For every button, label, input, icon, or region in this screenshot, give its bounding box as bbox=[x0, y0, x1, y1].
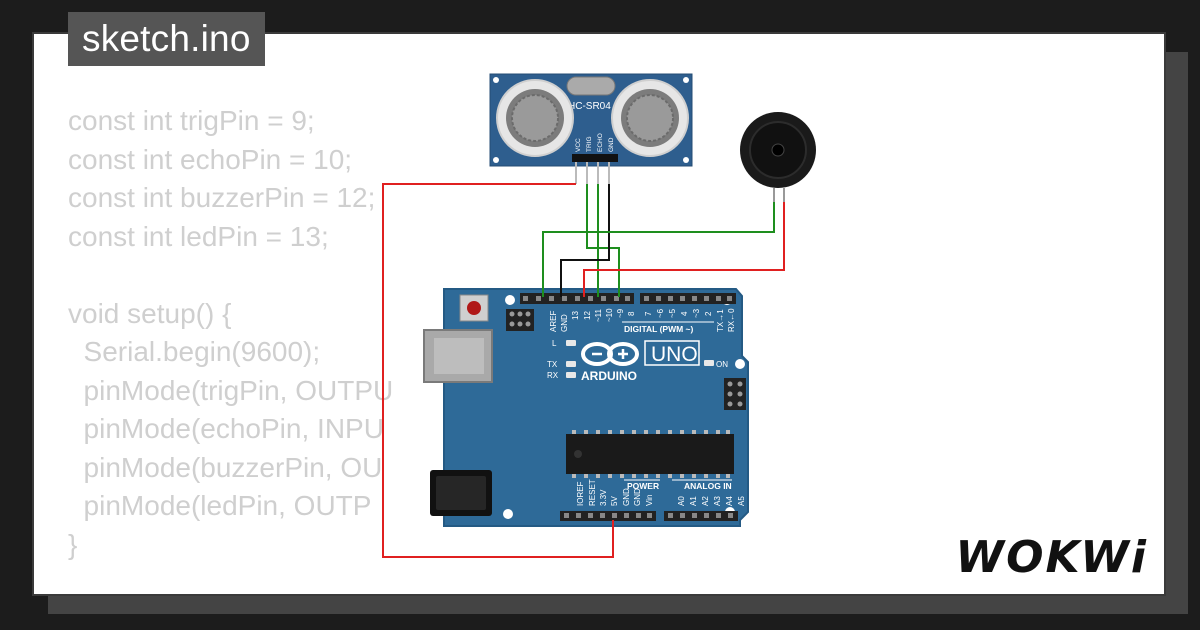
svg-text:~5: ~5 bbox=[668, 308, 677, 318]
svg-text:~11: ~11 bbox=[594, 308, 603, 322]
svg-text:RX←0: RX←0 bbox=[727, 308, 736, 332]
svg-text:VCC: VCC bbox=[575, 138, 582, 152]
svg-text:2: 2 bbox=[704, 311, 713, 316]
svg-text:Vin: Vin bbox=[645, 495, 654, 506]
digital-pin-labels: AREF GND 13 12 ~11 ~10 ~9 8 7 ~6 ~5 4 ~3… bbox=[549, 308, 736, 332]
arduino-infinity-icon bbox=[581, 342, 639, 366]
svg-text:GND: GND bbox=[633, 488, 642, 506]
code-line: pinMode(ledPin, OUTP bbox=[68, 490, 372, 521]
code-line: void setup() { bbox=[68, 297, 232, 329]
code-line: const int buzzerPin = 12; bbox=[68, 182, 376, 213]
led-l-label: L bbox=[552, 339, 557, 348]
bottom-pin-labels: IOREF RESET 3.3V 5V GND GND Vin A0 A1 A2… bbox=[576, 479, 746, 506]
board-model: UNO bbox=[651, 343, 698, 366]
svg-text:5V: 5V bbox=[610, 496, 619, 506]
led-tx-label: TX bbox=[547, 360, 558, 369]
led-rx-label: RX bbox=[547, 371, 559, 380]
reset-button-cap[interactable] bbox=[467, 301, 481, 315]
svg-text:7: 7 bbox=[644, 311, 653, 316]
atmega-chip bbox=[566, 434, 734, 474]
code-block: const int trigPin = 9; const int echoPin… bbox=[68, 102, 393, 564]
svg-text:TRIG: TRIG bbox=[586, 136, 593, 152]
led-on bbox=[704, 360, 714, 366]
analog-header bbox=[664, 511, 738, 521]
led-tx bbox=[566, 361, 576, 367]
svg-text:IOREF: IOREF bbox=[576, 481, 585, 506]
svg-text:~9: ~9 bbox=[616, 308, 625, 318]
file-title: sketch.ino bbox=[68, 12, 265, 66]
svg-text:A4: A4 bbox=[725, 496, 734, 506]
piezo-buzzer[interactable] bbox=[740, 112, 816, 202]
code-line: pinMode(buzzerPin, OU bbox=[68, 451, 383, 483]
wokwi-logo: WOKWi bbox=[955, 532, 1148, 583]
led-l bbox=[566, 340, 576, 346]
svg-text:8: 8 bbox=[627, 311, 636, 316]
wire-vcc-5v bbox=[382, 183, 614, 558]
power-header bbox=[560, 511, 656, 521]
code-line: const int trigPin = 9; bbox=[68, 105, 315, 136]
sensor-label: HC-SR04 bbox=[568, 101, 611, 112]
svg-text:~6: ~6 bbox=[656, 308, 665, 318]
svg-text:A1: A1 bbox=[689, 496, 698, 506]
svg-text:GND: GND bbox=[608, 137, 615, 152]
svg-text:A0: A0 bbox=[677, 496, 686, 506]
svg-text:3.3V: 3.3V bbox=[599, 489, 608, 506]
svg-text:~10: ~10 bbox=[605, 308, 614, 322]
code-line: } bbox=[68, 528, 78, 560]
code-line: const int echoPin = 10; bbox=[68, 143, 353, 175]
led-on-label: ON bbox=[716, 360, 728, 369]
led-rx bbox=[566, 372, 576, 378]
svg-text:~3: ~3 bbox=[692, 308, 701, 318]
sensor-pin-labels: VCC TRIG ECHO GND bbox=[575, 133, 615, 152]
code-line: const int ledPin = 13; bbox=[68, 220, 329, 252]
sensor-pin-header bbox=[572, 154, 618, 162]
svg-text:A2: A2 bbox=[701, 496, 710, 506]
hc-sr04-sensor[interactable]: HC-SR04 VCC TRIG ECHO GND bbox=[489, 73, 693, 167]
svg-text:ECHO: ECHO bbox=[597, 133, 604, 152]
code-line: Serial.begin(9600); bbox=[68, 336, 321, 367]
power-label: POWER bbox=[627, 481, 659, 491]
arduino-brand: ARDUINO bbox=[581, 369, 637, 383]
svg-text:A5: A5 bbox=[737, 496, 746, 506]
svg-text:GND: GND bbox=[622, 488, 631, 506]
svg-text:4: 4 bbox=[680, 311, 689, 316]
code-line: pinMode(echoPin, INPU bbox=[68, 413, 384, 444]
svg-text:A3: A3 bbox=[713, 496, 722, 506]
svg-text:AREF: AREF bbox=[549, 311, 558, 332]
svg-text:GND: GND bbox=[560, 314, 569, 332]
wire-buzzer-positive bbox=[583, 202, 785, 297]
wire-gnd bbox=[560, 184, 610, 297]
code-line: pinMode(trigPin, OUTPU bbox=[68, 374, 394, 406]
wire-trig-pin9 bbox=[586, 184, 620, 297]
digital-label: DIGITAL (PWM ~) bbox=[624, 324, 694, 334]
analog-label: ANALOG IN bbox=[684, 481, 732, 491]
svg-text:13: 13 bbox=[571, 311, 580, 320]
digital-header-right bbox=[640, 293, 736, 304]
crystal-oscillator bbox=[566, 76, 616, 96]
svg-text:RESET: RESET bbox=[588, 479, 597, 506]
svg-text:12: 12 bbox=[583, 311, 592, 320]
svg-text:TX→1: TX→1 bbox=[716, 309, 725, 332]
arduino-uno-board[interactable]: AREF GND 13 12 ~11 ~10 ~9 8 7 ~6 ~5 4 ~3… bbox=[423, 288, 749, 527]
wire-buzzer-negative bbox=[542, 202, 775, 297]
